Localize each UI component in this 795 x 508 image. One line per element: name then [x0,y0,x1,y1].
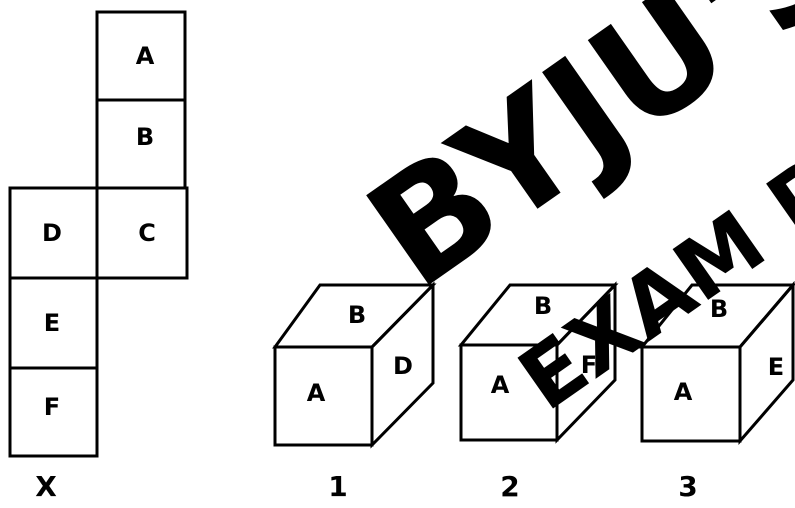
net-label-e: E [44,309,60,337]
cube-2-side-label: F [581,351,597,379]
cube-3-front-label: A [674,378,693,406]
net-caption: X [35,470,57,503]
cube-3-caption: 3 [678,470,697,503]
cube-2-top-label: B [534,292,552,320]
cube-1-top-label: B [348,301,366,329]
cube-1-side-face [370,281,435,449]
net-label-b: B [136,123,154,151]
cube-1: B A D 1 [272,281,437,503]
net-label-f: F [44,393,60,421]
net-label-a: A [136,42,155,70]
cube-3: B A E 3 [638,280,795,503]
net-square-f [8,366,99,458]
cube-3-side-face [738,280,795,446]
net-label-d: D [42,219,62,247]
net-label-c: C [138,219,156,247]
cube-3-top-label: B [710,295,728,323]
cube-2-caption: 2 [500,470,519,503]
cube-3-side-label: E [768,353,784,381]
cube-2-side-face [555,281,617,444]
net-labels: A B C D E F [42,42,156,421]
cube-1-front-label: A [307,379,326,407]
cube-1-caption: 1 [328,470,347,503]
cube-net [8,10,189,458]
cube-2: B A F 2 [457,281,619,503]
cube-2-front-label: A [491,371,510,399]
cube-1-side-label: D [393,352,413,380]
